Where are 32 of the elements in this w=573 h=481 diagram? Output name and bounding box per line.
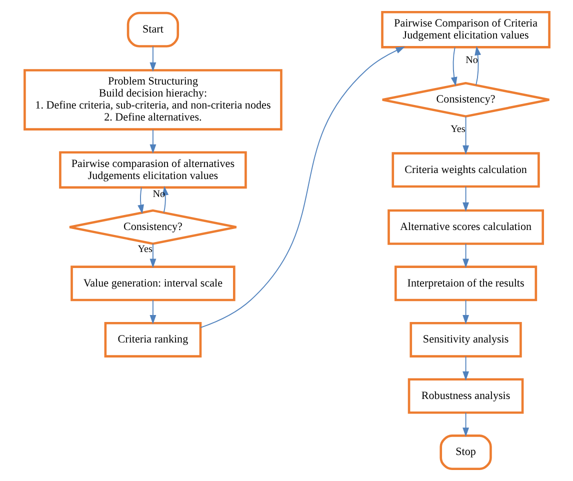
arrow	[462, 300, 469, 324]
node-box: Pairwise comparasion of alternatives Judgements elicitation values	[58, 151, 246, 189]
arrow	[149, 300, 156, 324]
node-box: Value generation: interval scale	[70, 266, 235, 302]
arrow	[462, 186, 469, 212]
node-diamond: Consistency?	[380, 82, 550, 118]
node-box: Problem Structuring Build decision hierachy: 1. Define criteria, sub-criteria, and non-criteria nodes 2. Define alternatives.	[23, 69, 282, 130]
node-box: Interpretaion of the results	[394, 266, 537, 302]
arrow	[462, 356, 469, 381]
arrow	[450, 46, 457, 86]
node-box: Pairwise Comparison of Criteria Judgement elicitation values	[380, 10, 550, 48]
arrow	[149, 243, 156, 268]
node-diamond: Consistency?	[68, 209, 237, 245]
edge-label: No	[465, 55, 478, 66]
arrow	[149, 46, 156, 72]
edge-label: No	[152, 189, 165, 200]
arrow	[137, 186, 144, 214]
node-box: Alternative scores calculation	[387, 209, 544, 245]
arrow	[200, 46, 405, 328]
node-box: Criteria ranking	[104, 322, 202, 358]
arrow	[149, 129, 156, 154]
node-box: Start	[126, 12, 179, 48]
node-box: Robustness analysis	[407, 378, 524, 414]
arrow	[462, 243, 469, 268]
node-box: Sensitivity analysis	[409, 322, 522, 358]
edge-label: Yes	[137, 244, 152, 255]
arrow	[474, 46, 481, 86]
arrow	[462, 412, 469, 437]
node-box: Criteria weights calculation	[391, 152, 540, 188]
node-box: Stop	[439, 434, 492, 470]
edge-label: Yes	[450, 124, 465, 136]
arrow	[462, 116, 469, 155]
